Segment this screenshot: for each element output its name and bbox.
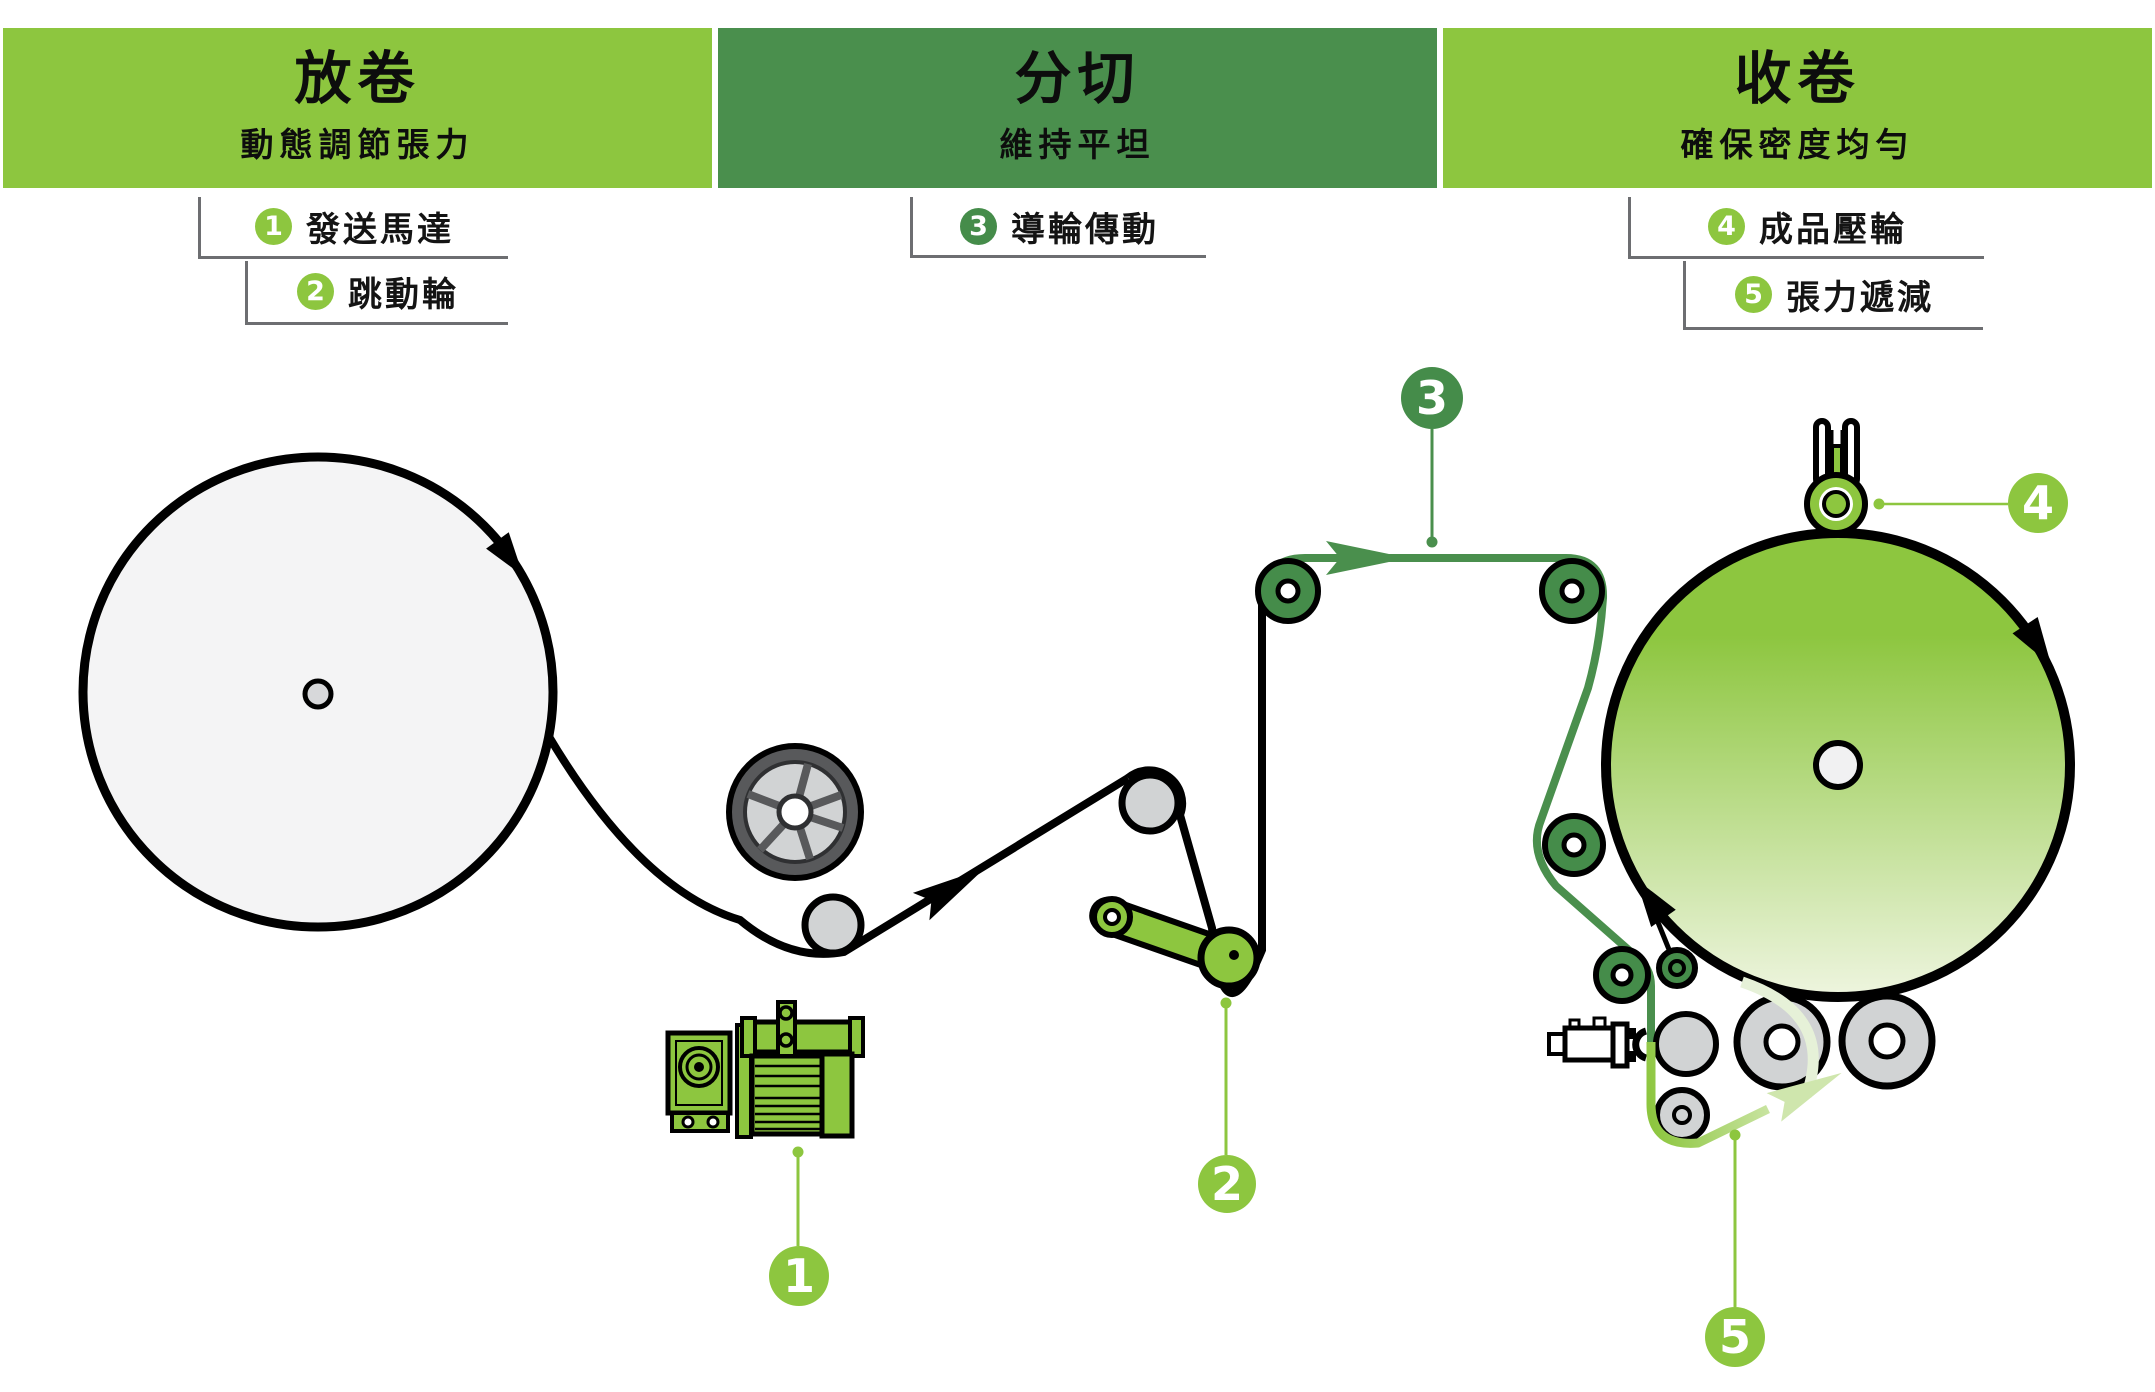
callout-marker-4: 4 <box>1873 473 2068 533</box>
web-path-pale-wrap <box>1740 976 1819 1098</box>
svg-text:2: 2 <box>1211 1157 1243 1211</box>
web-direction-arrow-green <box>1326 541 1408 575</box>
callout-marker-1: 1 <box>769 1146 829 1306</box>
unwind-roll-hub <box>302 678 334 710</box>
section-title-rewind: 收卷 <box>1734 45 1861 112</box>
number-badge-1: 1 <box>255 208 292 245</box>
spoked-wheel-icon <box>726 743 864 881</box>
section-band-slit: 分切 維持平坦 <box>718 28 1437 188</box>
rotation-arrow-rewind-left <box>1635 879 1676 927</box>
guide-roller-green-bottom <box>1593 946 1651 1004</box>
number-badge-3: 3 <box>960 207 997 245</box>
web-path-lime <box>1646 1042 1770 1148</box>
rotation-arrow-rewind-right <box>2012 617 2052 666</box>
section-title-unwind: 放卷 <box>294 45 421 112</box>
callout-label-guide-roller-drive: 3 導輪傳動 <box>910 197 1206 258</box>
section-title-slit: 分切 <box>1014 45 1141 112</box>
callout-label-tension-taper: 5 張力遞減 <box>1683 261 1983 330</box>
callout-label-press-roller: 4 成品壓輪 <box>1628 197 1984 259</box>
callout-text-3: 導輪傳動 <box>1011 209 1159 250</box>
rider-roller <box>1650 909 1698 989</box>
callout-marker-2: 2 <box>1198 997 1256 1213</box>
section-subtitle-rewind: 確保密度均勻 <box>1680 125 1915 165</box>
callout-text-5: 張力遞減 <box>1786 277 1934 318</box>
number-badge-4: 4 <box>1708 208 1745 245</box>
number-badge-5: 5 <box>1735 275 1772 313</box>
callout-marker-3: 3 <box>1401 367 1463 548</box>
callout-text-1: 發送馬達 <box>306 210 454 250</box>
rotation-arrow-unwind <box>486 532 524 577</box>
guide-roller-gray <box>1118 771 1182 835</box>
svg-text:4: 4 <box>2022 476 2054 530</box>
section-band-rewind: 收卷 確保密度均勻 <box>1443 28 2152 188</box>
svg-text:1: 1 <box>783 1249 815 1303</box>
feed-motor-icon <box>665 1000 865 1139</box>
tension-device-icon <box>1547 1016 1648 1069</box>
dancer-pivot-hub <box>1103 908 1121 926</box>
callout-label-feed-motor: 1 發送馬達 <box>198 197 508 259</box>
web-path-black-1 <box>544 732 1131 958</box>
web-direction-arrow-lime <box>1766 1072 1842 1122</box>
callout-text-4: 成品壓輪 <box>1759 210 1907 250</box>
dancer-roller <box>1197 926 1261 990</box>
idler-roller <box>801 893 865 957</box>
callout-label-dancer-roller: 2 跳動輪 <box>245 261 508 325</box>
section-subtitle-unwind: 動態調節張力 <box>240 125 475 165</box>
guide-roller-green-left <box>1255 558 1321 624</box>
web-path-black-2 <box>1125 604 1266 997</box>
guide-roller-green-mid <box>1542 813 1606 877</box>
web-direction-arrow-black <box>912 868 985 921</box>
press-roller-icon <box>1804 472 1868 536</box>
number-badge-2: 2 <box>297 273 334 310</box>
svg-text:3: 3 <box>1416 371 1448 425</box>
callout-marker-5: 5 <box>1705 1129 1765 1367</box>
callout-text-2: 跳動輪 <box>348 275 459 315</box>
section-band-unwind: 放卷 動態調節張力 <box>3 28 712 188</box>
rewind-roll-hub <box>1813 740 1863 790</box>
web-path-green <box>1258 554 1655 1046</box>
guide-roller-green-right <box>1539 558 1605 624</box>
dancer-roller-axle <box>1229 950 1239 960</box>
svg-text:5: 5 <box>1719 1310 1751 1364</box>
press-fork-icon <box>1813 418 1860 488</box>
section-subtitle-slit: 維持平坦 <box>999 125 1156 165</box>
